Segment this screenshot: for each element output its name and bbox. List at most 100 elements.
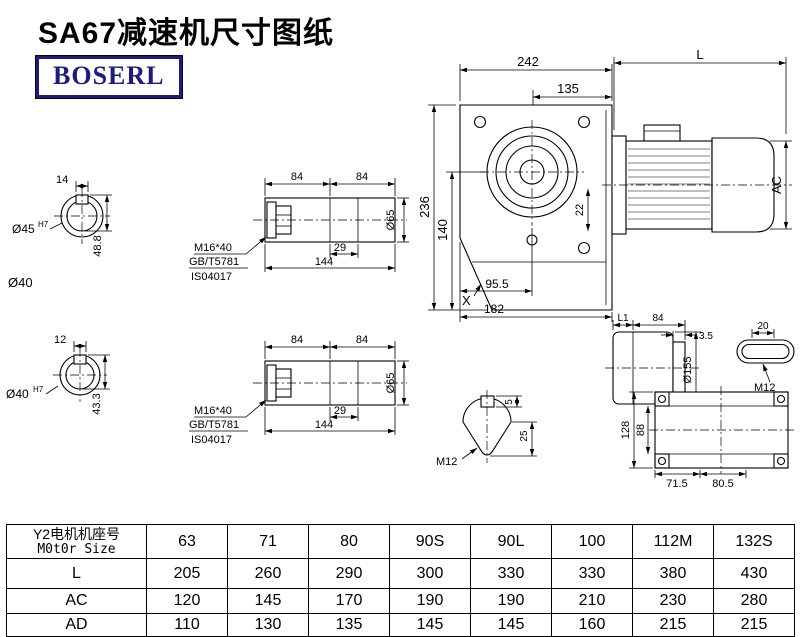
dia-45-sup: H7 <box>38 220 49 229</box>
table-cell: 210 <box>551 588 633 614</box>
dia-40-sup: H7 <box>33 385 44 394</box>
table-col-header: 80 <box>308 524 390 559</box>
dim-14: 14 <box>56 174 68 186</box>
table-cell: 120 <box>146 588 228 614</box>
dia-65-label-top: Ø65 <box>385 210 397 231</box>
table-cell: 110 <box>146 613 228 637</box>
dim-84-2-bottom: 84 <box>356 334 368 346</box>
table-cell: 205 <box>146 558 228 589</box>
bolt-spec-label-bottom: M16*40 <box>194 405 232 417</box>
shaft-key-detail-view: 5 25 M12 <box>436 390 537 468</box>
dim-144-top: 144 <box>315 256 333 268</box>
table-cell: 160 <box>551 613 633 637</box>
dim-29-top: 29 <box>334 242 346 254</box>
table-cell: 145 <box>470 613 552 637</box>
table-cell: 215 <box>713 613 795 637</box>
plug-oval <box>736 339 795 364</box>
mounting-base-bottom-view: 128 88 71.5 80.5 <box>620 386 794 490</box>
dim-22: 22 <box>574 204 586 216</box>
table-row-AC: AC 120 145 170 190 190 210 230 280 <box>6 588 795 614</box>
dim-84-1-top: 84 <box>291 171 303 183</box>
dim-95-5: 95.5 <box>485 277 509 291</box>
dim-128: 128 <box>620 421 632 439</box>
table-cell: 135 <box>308 613 390 637</box>
dim-80-5: 80.5 <box>712 478 733 490</box>
table-row-L: L 205 260 290 300 330 330 380 430 <box>6 558 795 589</box>
table-cell: 280 <box>713 588 795 614</box>
table-row-AD: AD 110 130 135 145 145 160 215 215 <box>6 613 795 637</box>
surface-x-label: X <box>462 293 471 308</box>
table-cell: 145 <box>389 613 471 637</box>
dim-25: 25 <box>519 430 530 442</box>
dim-L: L <box>696 47 703 62</box>
table-cell: 215 <box>632 613 714 637</box>
table-cell: 260 <box>227 558 309 589</box>
m12-label-side: M12 <box>754 382 775 394</box>
dim-12: 12 <box>54 334 66 346</box>
dim-236: 236 <box>417 196 432 218</box>
m12-label-key: M12 <box>436 456 457 468</box>
dia-155-label: Ø155 <box>682 357 694 384</box>
bolt-spec-label-top: M16*40 <box>194 242 232 254</box>
dim-84-1-bottom: 84 <box>291 334 303 346</box>
bolt-std2-label-bottom: IS04017 <box>191 434 232 446</box>
table-cell: 300 <box>389 558 471 589</box>
dim-L1: L1 <box>617 313 629 324</box>
table-cell: 145 <box>227 588 309 614</box>
dia-65-label-bottom: Ø65 <box>385 373 397 394</box>
table-cell: 290 <box>308 558 390 589</box>
dim-144-bottom: 144 <box>315 419 333 431</box>
dim-AC: AC <box>769 176 784 194</box>
table-col-header: 63 <box>146 524 228 559</box>
dim-3-5: 3.5 <box>699 331 713 342</box>
table-row-label: L <box>6 558 147 589</box>
table-cell: 230 <box>632 588 714 614</box>
hollow-shaft-section-45: 14 48.8 Ø45 H7 <box>12 174 112 257</box>
table-col-header: 71 <box>227 524 309 559</box>
dim-182: 182 <box>484 302 504 316</box>
motor-size-label-en: M0t0r Size <box>37 542 116 557</box>
motor-size-label-cn: Y2电机机座号 <box>32 526 121 542</box>
table-cell: 190 <box>470 588 552 614</box>
dim-84-side: 84 <box>652 313 664 324</box>
dim-71-5: 71.5 <box>666 478 687 490</box>
bolt-std2-label-top: IS04017 <box>191 271 232 283</box>
main-assembly-view: 242 L 135 <box>417 47 792 322</box>
bolt-std1-label-bottom: GB/T5781 <box>189 419 239 431</box>
dim-135: 135 <box>557 81 579 96</box>
dia-45-label: Ø45 <box>12 222 35 236</box>
dim-242: 242 <box>517 54 539 69</box>
table-cell: 430 <box>713 558 795 589</box>
table-col-header: 132S <box>713 524 795 559</box>
table-cell: 130 <box>227 613 309 637</box>
bolt-std1-label-top: GB/T5781 <box>189 256 239 268</box>
table-col-header: 90S <box>389 524 471 559</box>
dim-88: 88 <box>635 424 647 436</box>
table-col-header: 100 <box>551 524 633 559</box>
table-row-header: Y2电机机座号 M0t0r Size <box>6 524 147 559</box>
shaft-detail-bottom: 84 84 29 144 Ø65 M16*40 GB/T5781 <box>189 334 409 446</box>
output-flange-side-view: L1 84 3.5 Ø155 20 M12 <box>605 313 795 405</box>
table-row-label: AD <box>6 613 147 637</box>
table-cell: 190 <box>389 588 471 614</box>
dim-43-3: 43.3 <box>91 393 103 414</box>
table-cell: 380 <box>632 558 714 589</box>
dim-140: 140 <box>435 219 450 241</box>
shaft-detail-top: 84 84 29 144 Ø65 M16*40 GB/T5781 <box>189 171 409 283</box>
dim-20: 20 <box>757 321 769 332</box>
dim-5: 5 <box>504 399 515 405</box>
table-header-row: Y2电机机座号 M0t0r Size 63 71 80 90S 90L 100 … <box>6 524 795 559</box>
page-title: SA67减速机尺寸图纸 <box>38 17 335 50</box>
table-row-label: AC <box>6 588 147 614</box>
table-cell: 330 <box>470 558 552 589</box>
table-cell: 330 <box>551 558 633 589</box>
motor-size-table: Y2电机机座号 M0t0r Size 63 71 80 90S 90L 100 … <box>6 524 795 637</box>
hollow-shaft-section-40: 12 43.3 Ø40 H7 <box>6 334 110 415</box>
key-detail-shape <box>462 397 512 456</box>
dim-84-2-top: 84 <box>356 171 368 183</box>
brand-logo: BOSERL <box>36 56 182 98</box>
dim-29-bottom: 29 <box>334 405 346 417</box>
technical-drawing: 14 48.8 Ø45 H7 Ø40 12 43.3 Ø40 H <box>6 47 795 490</box>
dia-40-label: Ø40 <box>6 387 29 401</box>
